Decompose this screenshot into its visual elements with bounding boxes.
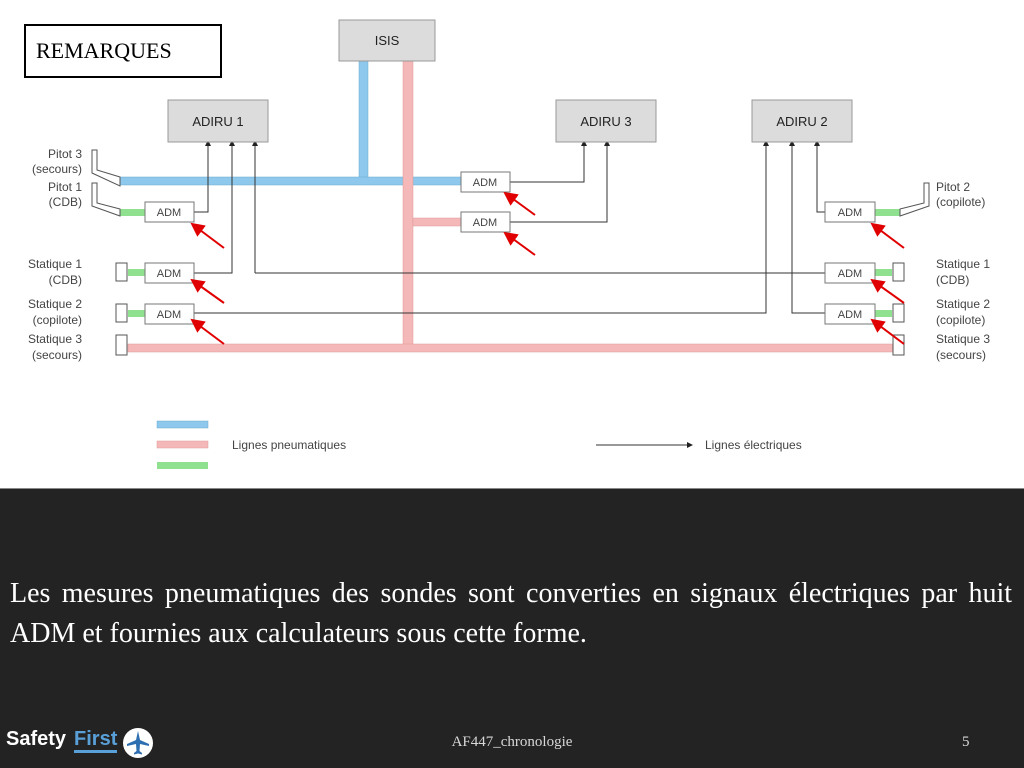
adm-label: ADM (157, 309, 181, 321)
adm-label: ADM (157, 268, 181, 280)
adiru3-label: ADIRU 3 (580, 114, 631, 129)
logo-word-safety: Safety (6, 728, 67, 750)
remarques-box: REMARQUES (24, 24, 222, 78)
static1-left-port (115, 262, 128, 282)
diagram-panel: ISIS ADIRU 1 ADIRU 3 ADIRU 2 ADM ADM ADM… (0, 0, 1024, 489)
right-probe-labels: Pitot 2 (copilote) Statique 1 (CDB) Stat… (936, 180, 990, 362)
static3-sublabel: (secours) (936, 348, 986, 362)
footer-title: AF447_chronologie (451, 734, 573, 750)
slide-caption: Les mesures pneumatiques des sondes sont… (10, 578, 1012, 649)
adm-modules: ADM ADM ADM ADM ADM ADM ADM ADM (144, 171, 876, 325)
static1-sublabel: (CDB) (49, 273, 82, 287)
adm-box (144, 262, 195, 284)
static1-label: Statique 1 (28, 257, 82, 271)
adm-box (460, 171, 511, 193)
adm-box (144, 303, 195, 325)
adiru2-box (751, 99, 853, 143)
static1-right-port (892, 262, 905, 282)
static2-sublabel: (copilote) (33, 313, 82, 327)
adm-label: ADM (838, 207, 862, 219)
static3-label: Statique 3 (936, 332, 990, 346)
adm-box (824, 303, 876, 325)
static2-label: Statique 2 (28, 297, 82, 311)
static3-left-port (115, 334, 128, 356)
static2-sublabel: (copilote) (936, 313, 985, 327)
adm-box (144, 201, 195, 223)
static2-right-port (892, 303, 905, 323)
pitot3-label: Pitot 3 (48, 147, 82, 161)
pitot3-sublabel: (secours) (32, 162, 82, 176)
isis-label: ISIS (375, 33, 400, 48)
page-number: 5 (962, 734, 970, 750)
static1-label: Statique 1 (936, 257, 990, 271)
pitot2-label: Pitot 2 (936, 180, 970, 194)
probes (91, 149, 930, 356)
pitot2-sublabel: (copilote) (936, 195, 985, 209)
logo-word-first: First (74, 728, 118, 753)
pitot1-sublabel: (CDB) (49, 195, 82, 209)
adm-label: ADM (473, 217, 497, 229)
static3-label: Statique 3 (28, 332, 82, 346)
legend-pink-swatch (156, 440, 209, 449)
legend-pneumatic-label: Lignes pneumatiques (232, 438, 346, 452)
electric-lines (194, 140, 825, 314)
adm-box (824, 262, 876, 284)
legend-electric-label: Lignes électriques (705, 438, 802, 452)
red-arrows (190, 191, 905, 345)
green-pneumatic-lines (120, 209, 900, 317)
static3-sublabel: (secours) (32, 348, 82, 362)
static1-sublabel: (CDB) (936, 273, 969, 287)
pitot3-probe (91, 149, 121, 187)
pitot1-probe (91, 182, 121, 217)
computer-boxes: ISIS ADIRU 1 ADIRU 3 ADIRU 2 (167, 19, 853, 143)
legend-green-swatch (157, 462, 208, 469)
static3-right-port (892, 334, 905, 356)
static2-label: Statique 2 (936, 297, 990, 311)
adm-label: ADM (157, 207, 181, 219)
legend: Lignes pneumatiques Lignes électriques (156, 420, 802, 469)
legend-blue-swatch (156, 420, 209, 429)
adiru2-label: ADIRU 2 (776, 114, 827, 129)
adm-label: ADM (473, 177, 497, 189)
left-probe-labels: Pitot 3 (secours) Pitot 1 (CDB) Statique… (28, 147, 82, 362)
adm-label: ADM (838, 309, 862, 321)
airplane-icon (123, 728, 154, 758)
adm-box (824, 201, 876, 223)
remarques-label: REMARQUES (36, 38, 172, 63)
pitot1-label: Pitot 1 (48, 180, 82, 194)
adiru1-label: ADIRU 1 (192, 114, 243, 129)
architecture-diagram: ISIS ADIRU 1 ADIRU 3 ADIRU 2 ADM ADM ADM… (28, 19, 990, 469)
safety-first-logo: Safety First (6, 728, 155, 768)
adm-box (460, 211, 511, 233)
static2-left-port (115, 303, 128, 323)
isis-box (338, 19, 436, 62)
adm-label: ADM (838, 268, 862, 280)
pitot2-probe (899, 182, 930, 217)
adiru3-box (555, 99, 657, 143)
adiru1-box (167, 99, 269, 143)
